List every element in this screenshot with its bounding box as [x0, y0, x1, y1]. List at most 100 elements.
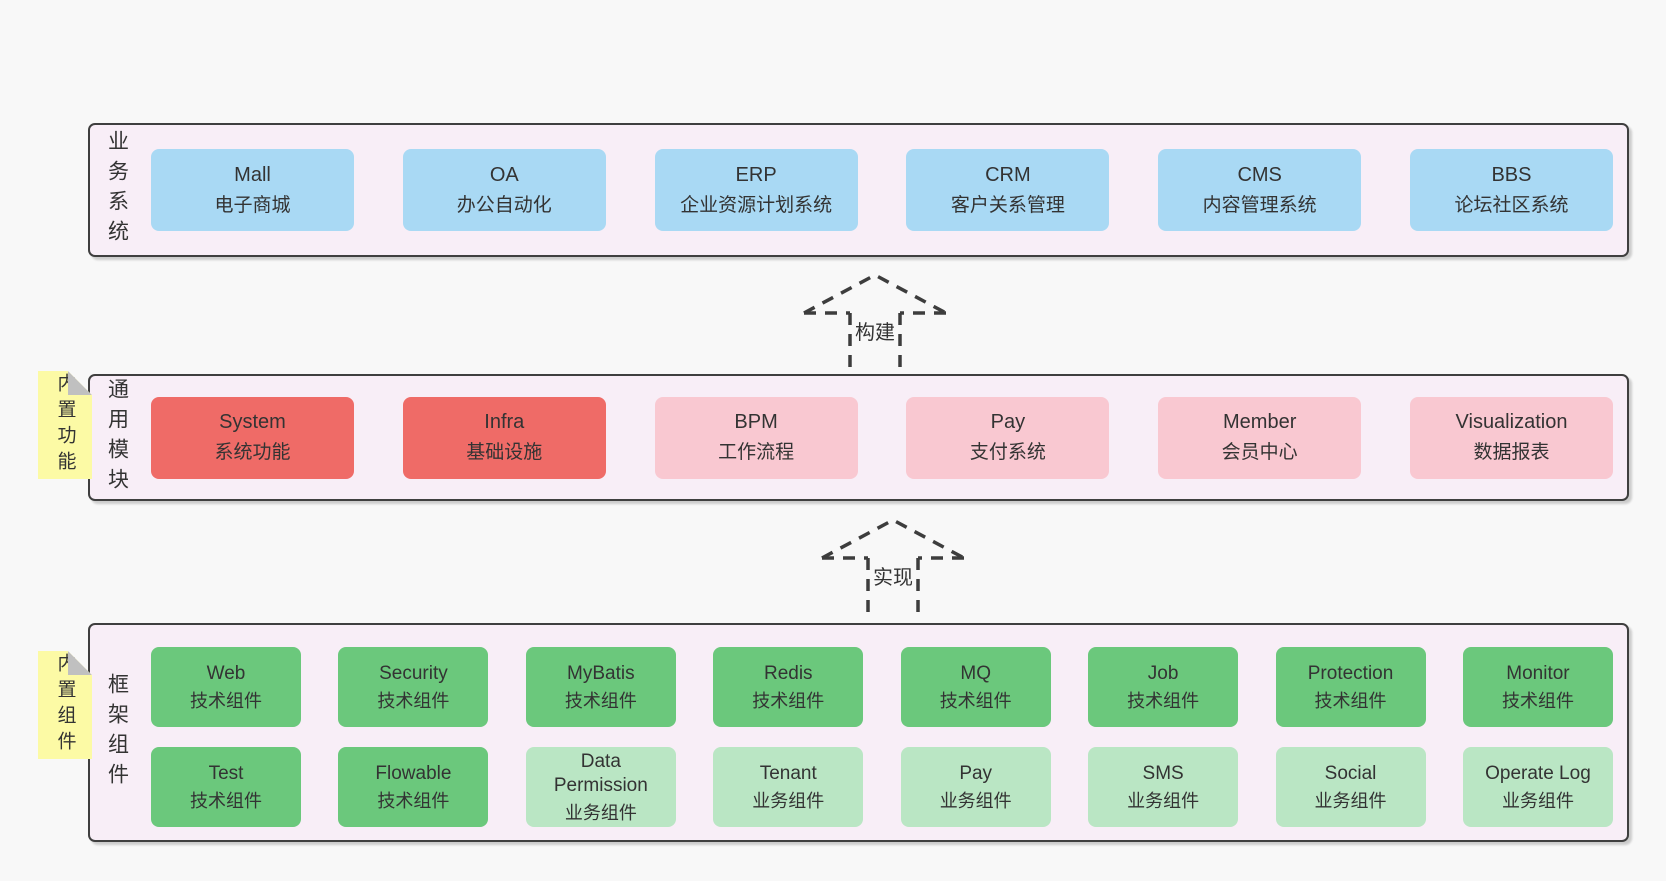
box-member-desc: 会员中心: [1221, 442, 1298, 464]
box-visualization-desc: 数据报表: [1473, 442, 1550, 464]
framework-components-panel: 框架组件 Web 技术组件 Security 技术组件 MyBatis 技术组件…: [88, 623, 1629, 842]
box-infra-desc: 基础设施: [466, 442, 543, 464]
box-erp-name: ERP: [735, 163, 777, 186]
box-data-permission: Data Permission 业务组件: [525, 747, 676, 827]
box-erp-desc: 企业资源计划系统: [680, 194, 833, 216]
box-test-desc: 技术组件: [190, 790, 262, 811]
box-system-name: System: [219, 411, 286, 434]
box-social: Social 业务组件: [1275, 747, 1426, 827]
box-tenant-name: Tenant: [759, 762, 817, 784]
box-operate-log-name: Operate Log: [1485, 762, 1591, 784]
box-system: System 系统功能: [151, 396, 354, 479]
box-operate-log: Operate Log 业务组件: [1462, 747, 1613, 827]
box-bbs-desc: 论坛社区系统: [1454, 194, 1569, 216]
implement-arrow: 实现: [814, 517, 972, 615]
box-member: Member 会员中心: [1158, 396, 1362, 479]
box-cms: CMS 内容管理系统: [1158, 149, 1362, 231]
common-modules-panel: 通用模块 System 系统功能 Infra 基础设施 BPM 工作流程 Pay…: [88, 374, 1629, 501]
box-monitor-name: Monitor: [1506, 662, 1570, 684]
box-mybatis-name: MyBatis: [567, 662, 635, 684]
box-web-desc: 技术组件: [190, 690, 262, 711]
box-protection: Protection 技术组件: [1275, 647, 1426, 727]
box-mybatis-desc: 技术组件: [564, 690, 637, 711]
box-member-name: Member: [1223, 411, 1297, 434]
box-job-name: Job: [1147, 662, 1179, 684]
box-protection-name: Protection: [1307, 662, 1394, 684]
box-crm: CRM 客户关系管理: [906, 149, 1110, 231]
box-social-name: Social: [1324, 762, 1377, 784]
box-monitor: Monitor 技术组件: [1462, 647, 1613, 727]
box-mall: Mall 电子商城: [151, 149, 354, 231]
box-sms-desc: 业务组件: [1127, 790, 1200, 811]
box-crm-desc: 客户关系管理: [950, 194, 1065, 216]
box-bpm-name: BPM: [734, 411, 778, 434]
box-infra-name: Infra: [484, 411, 525, 434]
builtin-features-note-label: 内置功能: [54, 373, 76, 477]
box-flowable: Flowable 技术组件: [338, 747, 489, 827]
box-mall-desc: 电子商城: [214, 194, 291, 216]
box-job-desc: 技术组件: [1127, 690, 1200, 711]
box-bpm-desc: 工作流程: [718, 442, 795, 464]
framework-components-row-2: Test 技术组件 Flowable 技术组件 Data Permission …: [151, 747, 1613, 827]
box-security: Security 技术组件: [338, 647, 489, 727]
box-sms: SMS 业务组件: [1088, 747, 1239, 827]
box-infra: Infra 基础设施: [402, 396, 606, 479]
box-crm-name: CRM: [985, 163, 1031, 186]
box-redis-desc: 技术组件: [752, 690, 825, 711]
builtin-features-note: 内置功能: [38, 371, 92, 479]
box-system-desc: 系统功能: [214, 442, 291, 464]
build-arrow-label: 构建: [852, 316, 898, 345]
business-systems-row: Mall 电子商城 OA 办公自动化 ERP 企业资源计划系统 CRM 客户关系…: [151, 149, 1613, 231]
framework-components-label-strip: 框架组件: [98, 625, 136, 840]
box-mq-name: MQ: [960, 662, 991, 684]
box-test: Test 技术组件: [151, 747, 301, 827]
box-sms-name: SMS: [1142, 762, 1184, 784]
box-security-name: Security: [379, 662, 448, 684]
common-modules-label-strip: 通用模块: [98, 376, 136, 499]
box-web-name: Web: [206, 662, 246, 684]
builtin-components-note-label: 内置组件: [54, 653, 76, 757]
framework-components-label: 框架组件: [105, 672, 129, 793]
business-systems-label: 业务系统: [105, 130, 129, 250]
common-modules-label: 通用模块: [105, 377, 129, 498]
box-data-permission-desc: 业务组件: [564, 802, 637, 823]
box-tenant: Tenant 业务组件: [713, 747, 864, 827]
box-bbs-name: BBS: [1491, 163, 1532, 186]
box-visualization-name: Visualization: [1455, 411, 1568, 434]
box-security-desc: 技术组件: [377, 690, 450, 711]
box-mq-desc: 技术组件: [939, 690, 1012, 711]
box-pay-component-desc: 业务组件: [939, 790, 1012, 811]
box-web: Web 技术组件: [151, 647, 301, 727]
box-redis: Redis 技术组件: [713, 647, 864, 727]
box-monitor-desc: 技术组件: [1501, 690, 1574, 711]
box-oa: OA 办公自动化: [402, 149, 606, 231]
box-cms-desc: 内容管理系统: [1202, 194, 1317, 216]
dashed-up-arrow-icon: [803, 273, 947, 370]
box-pay-component: Pay 业务组件: [900, 747, 1051, 827]
box-cms-name: CMS: [1237, 163, 1282, 186]
box-test-name: Test: [208, 762, 244, 784]
box-oa-desc: 办公自动化: [456, 194, 552, 216]
business-systems-panel: 业务系统 Mall 电子商城 OA 办公自动化 ERP 企业资源计划系统 CRM…: [88, 123, 1629, 257]
box-pay-system-name: Pay: [990, 411, 1026, 434]
common-modules-row: System 系统功能 Infra 基础设施 BPM 工作流程 Pay 支付系统…: [151, 396, 1613, 479]
box-mq: MQ 技术组件: [900, 647, 1051, 727]
box-pay-system-desc: 支付系统: [969, 442, 1046, 464]
box-erp: ERP 企业资源计划系统: [654, 149, 858, 231]
box-bpm: BPM 工作流程: [654, 396, 858, 479]
framework-components-row-1: Web 技术组件 Security 技术组件 MyBatis 技术组件 Redi…: [151, 647, 1613, 727]
box-operate-log-desc: 业务组件: [1501, 790, 1574, 811]
dashed-up-arrow-icon: [821, 518, 965, 615]
box-protection-desc: 技术组件: [1314, 690, 1387, 711]
box-pay-component-name: Pay: [959, 762, 993, 784]
box-tenant-desc: 业务组件: [752, 790, 825, 811]
implement-arrow-label: 实现: [870, 561, 916, 590]
box-visualization: Visualization 数据报表: [1409, 396, 1613, 479]
build-arrow: 构建: [796, 272, 954, 370]
box-oa-name: OA: [489, 163, 519, 186]
box-redis-name: Redis: [763, 662, 813, 684]
builtin-components-note: 内置组件: [38, 651, 92, 759]
box-job: Job 技术组件: [1088, 647, 1239, 727]
box-bbs: BBS 论坛社区系统: [1409, 149, 1613, 231]
box-flowable-name: Flowable: [375, 762, 452, 784]
